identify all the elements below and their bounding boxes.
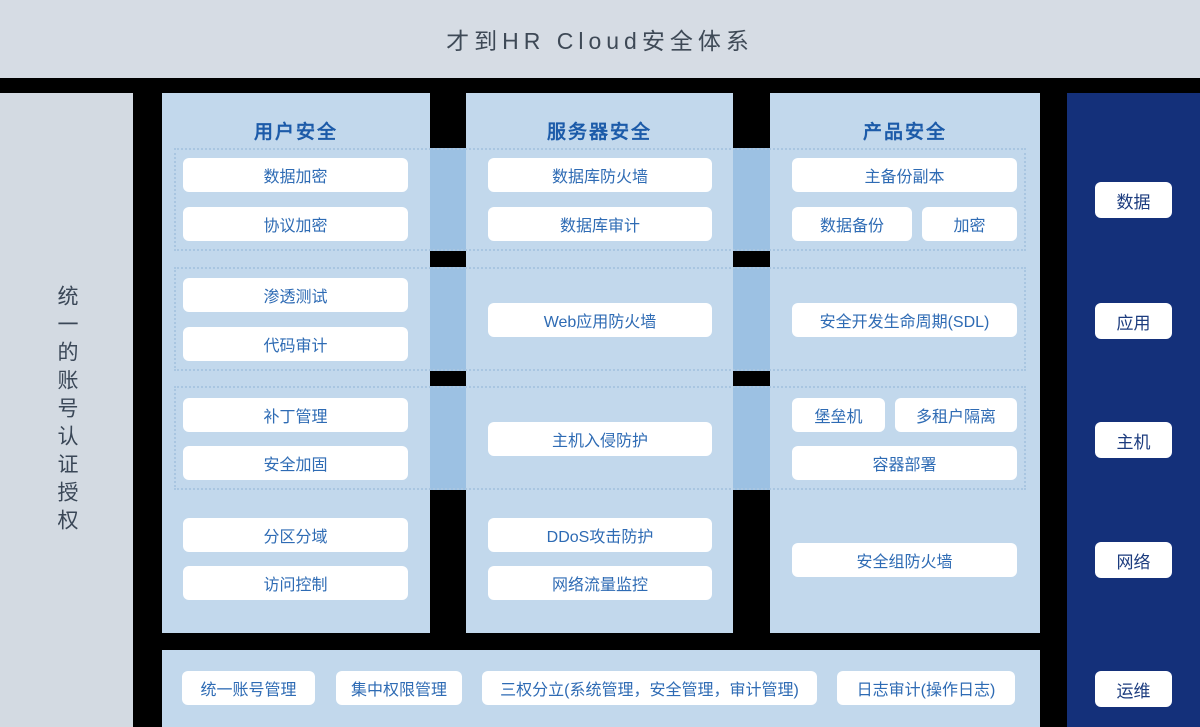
panel-title-server-security: 服务器安全	[546, 122, 652, 143]
node-primary-backup-replica: 主备份副本	[792, 158, 1017, 192]
node-multi-tenant-isolation: 多租户隔离	[895, 398, 1017, 432]
node-container-deployment: 容器部署	[792, 446, 1017, 480]
layer-tag-network: 网络	[1095, 542, 1172, 578]
connector-band	[430, 267, 466, 371]
node-penetration-testing: 渗透测试	[183, 278, 408, 312]
node-unified-account-management: 统一账号管理	[182, 671, 315, 705]
node-encryption: 加密	[922, 207, 1017, 241]
panel-title-product-security: 产品安全	[862, 122, 947, 143]
unified-auth-label: 统一的账号认证授权	[55, 285, 78, 537]
connector-band	[430, 148, 466, 251]
layer-tag-host: 主机	[1095, 422, 1172, 458]
connector-band	[733, 386, 770, 490]
node-host-intrusion-prevention: 主机入侵防护	[488, 422, 712, 456]
node-patch-management: 补丁管理	[183, 398, 408, 432]
connector-band	[733, 148, 770, 251]
node-web-application-firewall: Web应用防火墙	[488, 303, 712, 337]
node-data-backup: 数据备份	[792, 207, 912, 241]
node-access-control: 访问控制	[183, 566, 408, 600]
node-partitioning: 分区分域	[183, 518, 408, 552]
node-sdl: 安全开发生命周期(SDL)	[792, 303, 1017, 337]
node-security-hardening: 安全加固	[183, 446, 408, 480]
connector-band	[430, 386, 466, 490]
layer-tag-data: 数据	[1095, 182, 1172, 218]
node-database-audit: 数据库审计	[488, 207, 712, 241]
panel-title-user-security: 用户安全	[253, 122, 338, 143]
node-ddos-protection: DDoS攻击防护	[488, 518, 712, 552]
layer-tag-operations: 运维	[1095, 671, 1172, 707]
node-centralized-permission-management: 集中权限管理	[336, 671, 462, 705]
node-bastion-host: 堡垒机	[792, 398, 885, 432]
node-security-group-firewall: 安全组防火墙	[792, 543, 1017, 577]
node-log-audit: 日志审计(操作日志)	[837, 671, 1015, 705]
page-title: 才到HR Cloud安全体系	[446, 28, 754, 54]
node-separation-of-powers: 三权分立(系统管理，安全管理，审计管理)	[482, 671, 817, 705]
node-protocol-encryption: 协议加密	[183, 207, 408, 241]
node-data-encryption: 数据加密	[183, 158, 408, 192]
header-bar: 才到HR Cloud安全体系	[0, 0, 1200, 78]
node-database-firewall: 数据库防火墙	[488, 158, 712, 192]
layer-tag-application: 应用	[1095, 303, 1172, 339]
node-network-traffic-monitoring: 网络流量监控	[488, 566, 712, 600]
unified-auth-rail: 统一的账号认证授权	[0, 93, 133, 727]
node-code-audit: 代码审计	[183, 327, 408, 361]
connector-band	[733, 267, 770, 371]
